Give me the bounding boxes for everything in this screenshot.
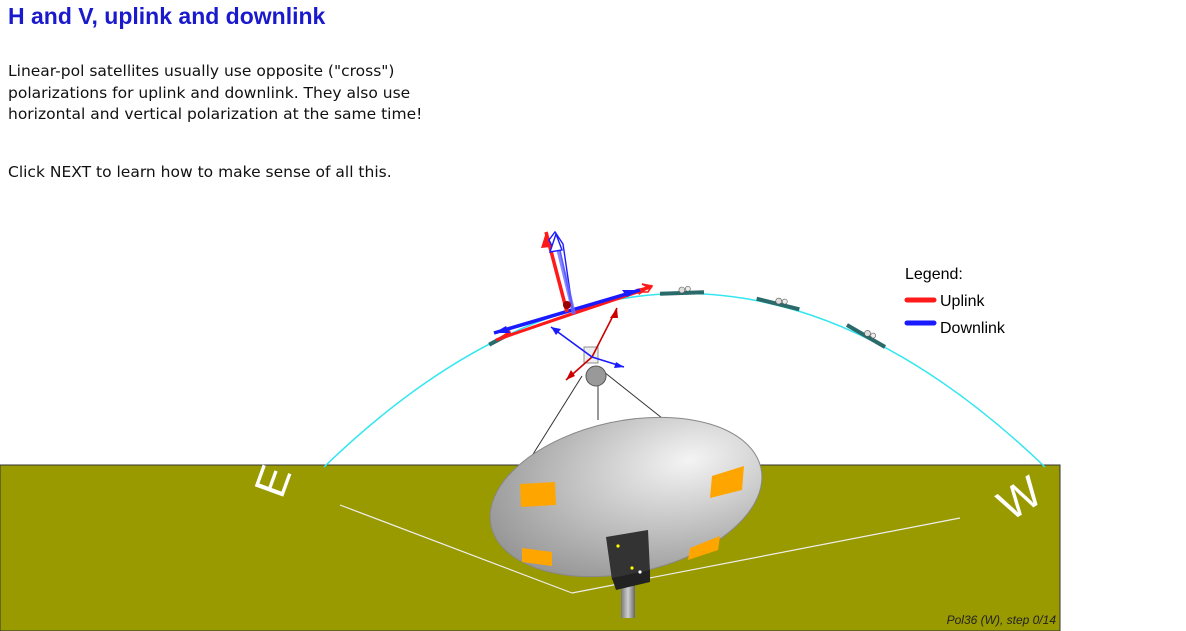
satellite-icon	[659, 285, 705, 296]
intro-paragraph: Linear-pol satellites usually use opposi…	[8, 61, 422, 126]
feed-polarization-arrows	[550, 307, 625, 381]
intro-line-1: Linear-pol satellites usually use opposi…	[8, 62, 395, 80]
intro-line-3: horizontal and vertical polarization at …	[8, 105, 423, 123]
legend-title: Legend:	[905, 266, 963, 283]
instruction-text: Click NEXT to learn how to make sense of…	[8, 163, 392, 181]
dish-markers	[520, 466, 744, 566]
legend-downlink-label: Downlink	[940, 320, 1006, 337]
satellite-icon	[845, 323, 887, 349]
legend-uplink-label: Uplink	[940, 293, 985, 310]
dish-motor	[606, 530, 650, 590]
satellite-icon	[756, 296, 800, 312]
page-title: H and V, uplink and downlink	[8, 3, 326, 29]
intro-line-2: polarizations for uplink and downlink. T…	[8, 83, 411, 102]
step-caption: Pol36 (W), step 0/14	[947, 613, 1057, 627]
satellite-polarization-vectors	[493, 230, 654, 342]
legend: Legend: Uplink Downlink	[904, 266, 1006, 337]
